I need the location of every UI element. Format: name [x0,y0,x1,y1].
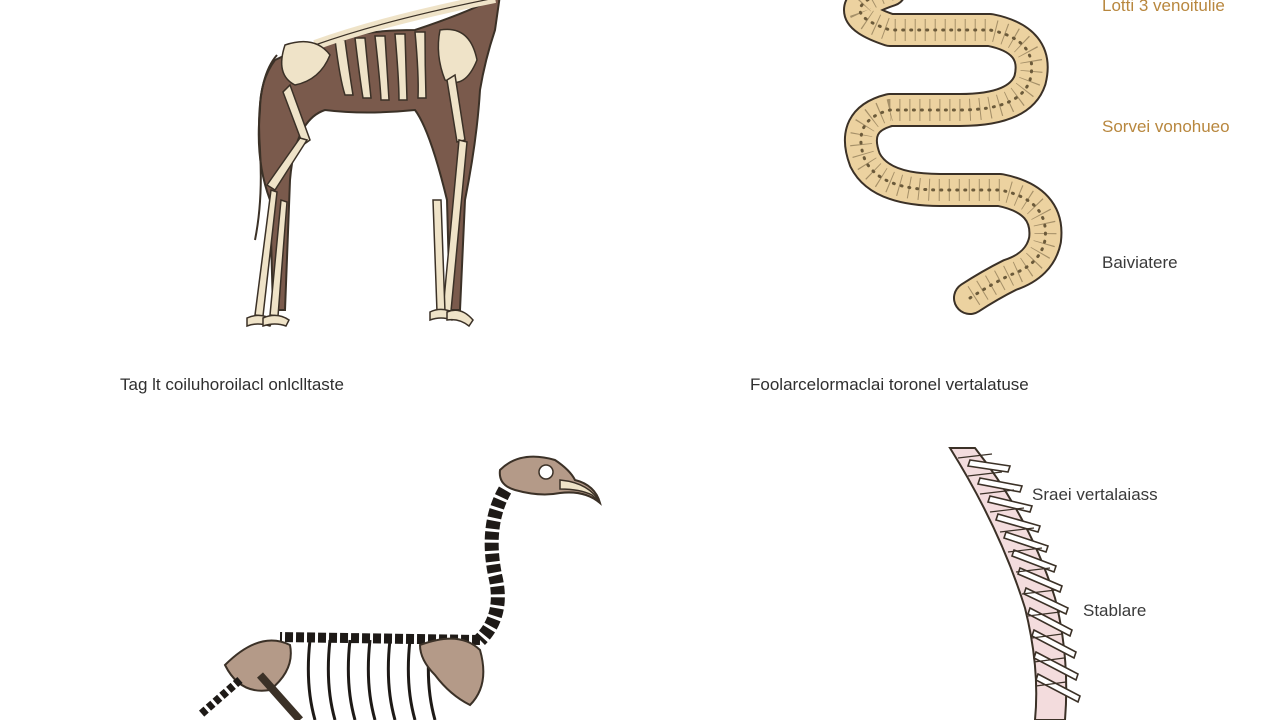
snake-figure [843,0,1070,315]
spine-illustration [948,447,1081,720]
bird-skeleton-figure [180,445,620,720]
caption-top-right: Foolarcelormaclai toronel vertalatuse [750,375,1029,394]
snake-label-middle: Sorvei vonohueo [1102,117,1230,136]
spine-figure [940,447,1100,720]
caption-top-left: Tag lt coiluhoroilacl onlclltaste [120,375,344,394]
spine-label-middle: Stablare [1083,601,1147,620]
bird-skeleton-illustration [197,455,602,720]
snake-label-bottom: Baiviatere [1102,253,1178,272]
spine-label-top: Sraei vertalaiass [1032,485,1158,504]
mammal-skeleton-figure [215,0,515,335]
snake-label-top: Lotti 3 venoitulie [1102,0,1225,15]
snake-illustration [843,0,1063,315]
mammal-skeleton-illustration [246,0,501,328]
